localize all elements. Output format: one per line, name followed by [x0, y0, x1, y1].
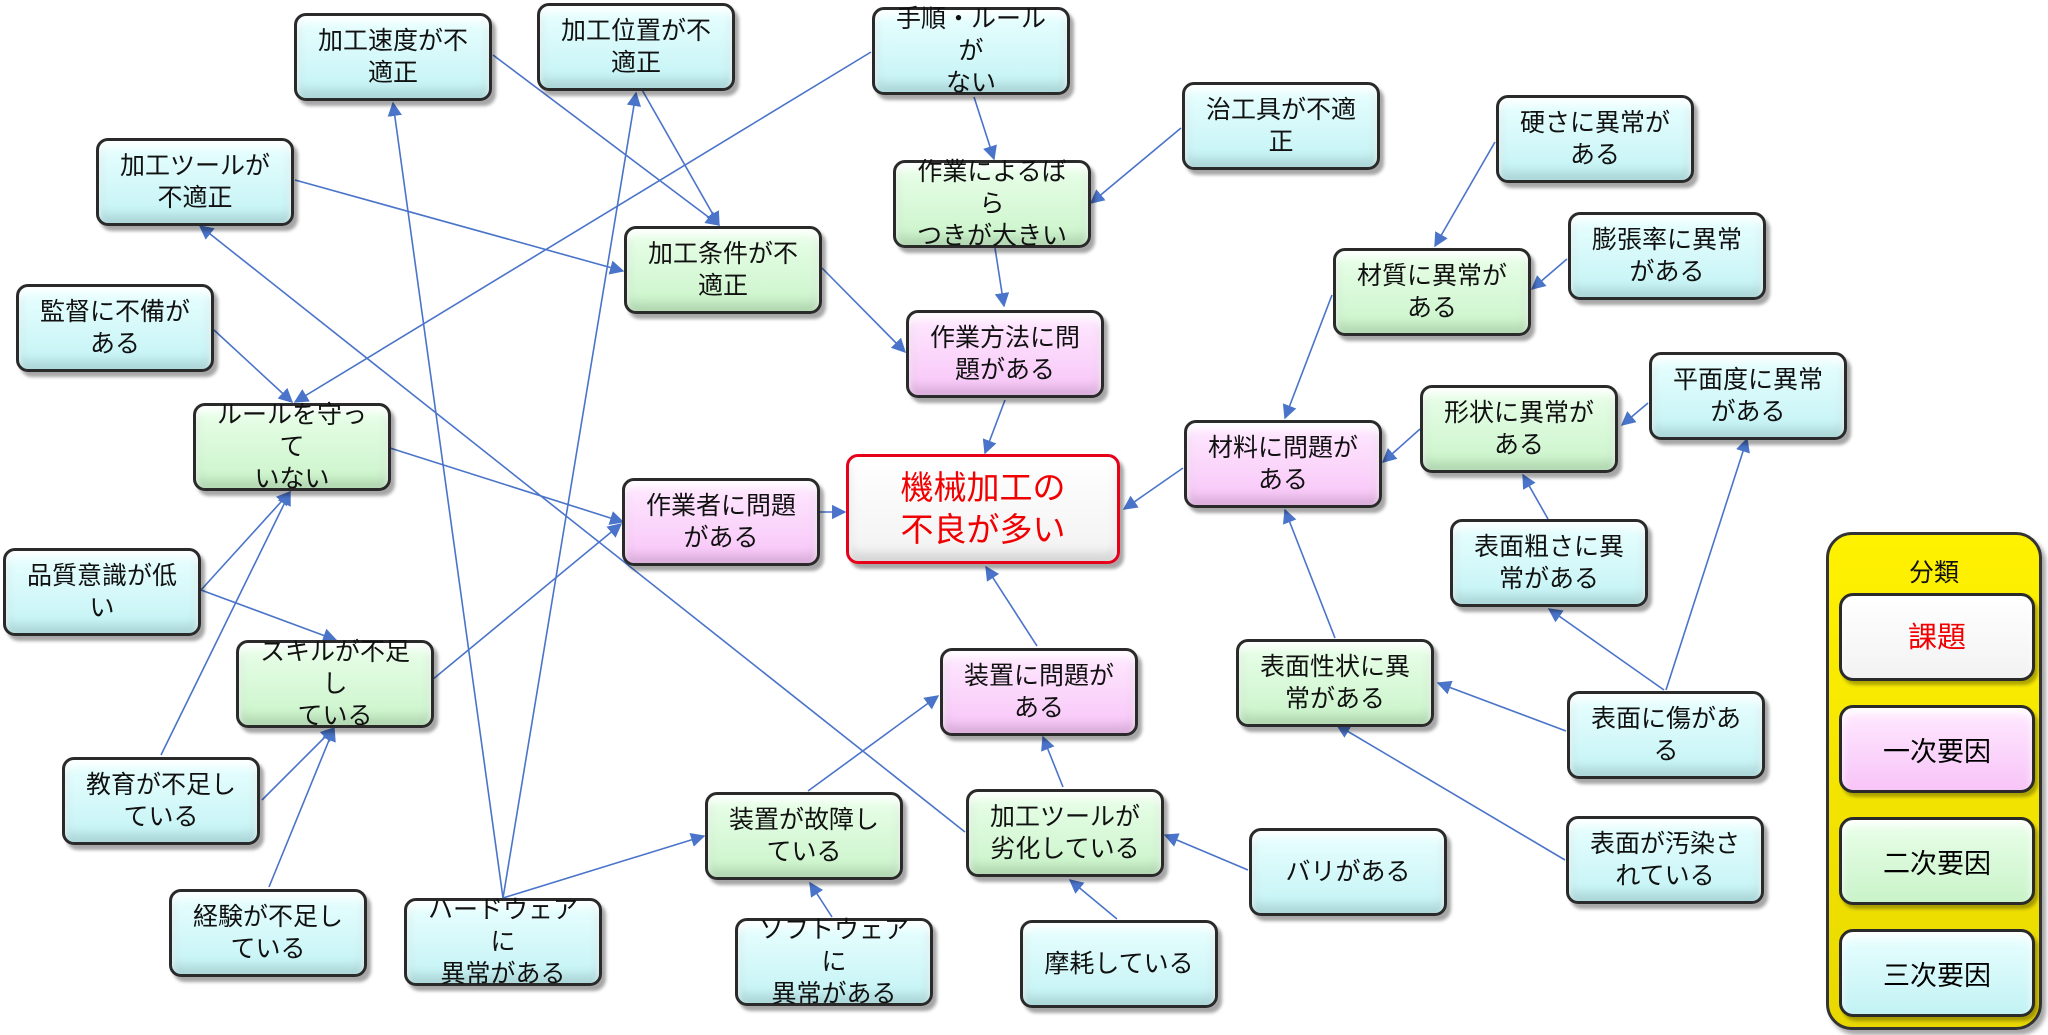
tertiary-node-contamination: 表面が汚染さ れている: [1566, 816, 1764, 904]
secondary-node-rules-not-followed: ルールを守って いない: [193, 400, 391, 493]
tertiary-node-scratch: 表面に傷があ る: [1567, 691, 1765, 779]
arrow-experience-skill: [268, 726, 336, 888]
tertiary-node-position-improper: 加工位置が不 適正: [537, 3, 735, 91]
tertiary-node-experience: 経験が不足し ている: [169, 889, 367, 977]
tertiary-node-hardware: ハードウェアに 異常がある: [404, 895, 602, 988]
secondary-node-shape-abnormal: 形状に異常が ある: [1420, 385, 1618, 473]
arrow-quality-skill: [200, 589, 338, 643]
arrow-method-main: [982, 399, 1006, 455]
tertiary-node-roughness: 表面粗さに異 常がある: [1450, 519, 1648, 607]
arrow-worn-tool-worn: [1068, 879, 1118, 920]
legend-panel: 分類 課題 一次要因 二次要因 三次要因: [1826, 532, 2042, 1030]
arrow-skill-worker: [431, 523, 623, 681]
legend-item-secondary: 二次要因: [1839, 817, 2035, 905]
arrow-device-failure-equipment: [807, 695, 940, 792]
secondary-node-work-variation: 作業によるばら つきが大きい: [893, 157, 1091, 250]
arrow-no-procedure-variation: [973, 96, 997, 161]
arrow-hardware-position: [502, 91, 641, 899]
arrow-hardware-speed: [387, 101, 504, 899]
tertiary-node-supervision: 監督に不備が ある: [16, 284, 214, 372]
arrow-rules-worker: [389, 447, 625, 525]
primary-node-worker: 作業者に問題 がある: [622, 478, 820, 566]
arrow-scratch-roughness: [1547, 608, 1665, 691]
legend-item-problem: 課題: [1839, 593, 2035, 681]
tertiary-node-quality-awareness: 品質意識が低 い: [3, 548, 201, 636]
arrow-education-skill: [261, 726, 336, 801]
legend-title: 分類: [1908, 558, 1959, 587]
secondary-node-tool-worn: 加工ツールが 劣化している: [966, 789, 1164, 877]
secondary-node-material-quality: 材質に異常が ある: [1333, 248, 1531, 336]
arrow-burr-tool-worn: [1163, 833, 1249, 871]
secondary-node-surface-property: 表面性状に異 常がある: [1236, 639, 1434, 727]
arrow-conditions-method: [821, 267, 907, 354]
secondary-node-skill-lacking: スキルが不足し ている: [236, 637, 434, 730]
tertiary-node-flatness: 平面度に異常 がある: [1649, 352, 1847, 440]
arrow-jig-variation: [1089, 127, 1182, 204]
main-problem-node: 機械加工の 不良が多い: [846, 454, 1120, 564]
arrow-material-quality-material: [1282, 294, 1333, 420]
primary-node-equipment: 装置に問題が ある: [940, 648, 1138, 736]
tertiary-node-software: ソフトウェアに 異常がある: [735, 915, 933, 1008]
tertiary-node-burr: バリがある: [1249, 828, 1447, 916]
secondary-node-device-failure: 装置が故障し ている: [705, 792, 903, 880]
arrow-roughness-shape: [1522, 473, 1549, 520]
arrow-hardware-device-failure: [502, 832, 706, 899]
arrow-equipment-main: [985, 565, 1038, 647]
primary-node-method: 作業方法に問 題がある: [906, 310, 1104, 398]
arrow-scratch-flatness: [1665, 437, 1750, 691]
arrow-scratch-surface-property: [1436, 680, 1567, 732]
legend-item-primary: 一次要因: [1839, 705, 2035, 793]
tertiary-node-education: 教育が不足し ている: [62, 757, 260, 845]
arrow-expansion-material-quality: [1530, 258, 1568, 290]
arrow-surface-property-material: [1283, 508, 1336, 639]
tertiary-node-tool-improper: 加工ツールが 不適正: [96, 138, 294, 226]
tertiary-node-expansion: 膨張率に異常 がある: [1568, 212, 1766, 300]
arrow-position-conditions: [640, 87, 720, 227]
primary-node-material: 材料に問題が ある: [1184, 420, 1382, 508]
tertiary-node-no-procedure: 手順・ルールが ない: [872, 4, 1070, 97]
arrow-variation-method: [994, 247, 1010, 308]
secondary-node-machining-conditions: 加工条件が不 適正: [624, 226, 822, 314]
arrow-material-main: [1122, 467, 1184, 510]
tertiary-node-worn: 摩耗している: [1020, 920, 1218, 1008]
arrow-tool-worn-equipment: [1041, 735, 1064, 788]
arrow-tool-improper-conditions: [294, 179, 625, 275]
tertiary-node-jig-improper: 治工具が不適 正: [1182, 82, 1380, 170]
arrow-flatness-shape: [1620, 402, 1649, 426]
arrow-supervision-rules: [213, 329, 294, 403]
legend-item-tertiary: 三次要因: [1839, 929, 2035, 1017]
tertiary-node-speed-improper: 加工速度が不 適正: [294, 13, 492, 101]
arrow-software-device-failure: [809, 881, 833, 918]
arrow-shape-material: [1381, 428, 1421, 463]
tertiary-node-hardness: 硬さに異常が ある: [1496, 95, 1694, 183]
arrow-quality-rules: [200, 490, 291, 591]
arrow-hardness-material-quality: [1434, 141, 1496, 248]
